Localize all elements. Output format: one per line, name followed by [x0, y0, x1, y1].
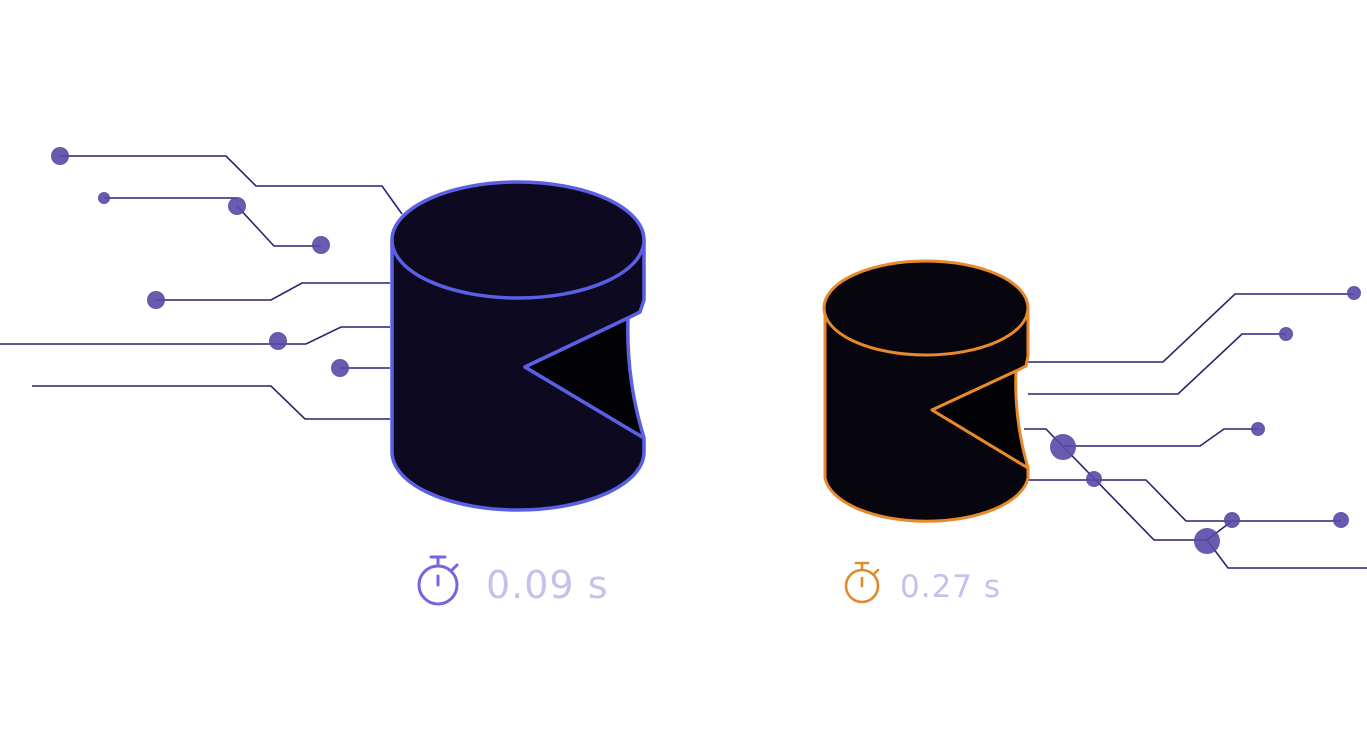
cylinder-notch [523, 316, 646, 440]
timer-value-fast: 0.09 s [486, 563, 609, 607]
wire-node [267, 330, 289, 352]
wire-node-large [1048, 432, 1078, 462]
wire-node [145, 289, 167, 311]
wire [32, 385, 390, 420]
wire-node-large [1192, 526, 1222, 556]
wire-node [96, 190, 112, 206]
wire [1064, 428, 1258, 447]
wire-node [1345, 284, 1363, 302]
wire [1028, 479, 1341, 522]
wire [1028, 293, 1354, 363]
timer-value-slow: 0.27 s [900, 569, 1002, 605]
wire [1206, 539, 1367, 569]
wire [156, 282, 390, 301]
wire-node [1222, 510, 1242, 530]
stopwatch-icon [417, 555, 459, 606]
left-node-group [49, 145, 351, 379]
wire-node [310, 234, 332, 256]
wire [0, 326, 390, 345]
database-cylinder-fast [390, 180, 646, 512]
wire-node [1331, 510, 1351, 530]
wire-node [49, 145, 71, 167]
wire-node [226, 195, 248, 217]
cylinder-top [390, 180, 646, 300]
wire-node [1084, 469, 1104, 489]
cylinder-notch [930, 369, 1030, 470]
wire-node [1277, 325, 1295, 343]
right-wire-group [1024, 293, 1367, 569]
stopwatch-icon [844, 561, 880, 604]
wire-node [329, 357, 351, 379]
cylinder-top [822, 259, 1030, 357]
left-wire-group [0, 155, 403, 420]
right-node-group [1048, 284, 1363, 556]
wire [1028, 333, 1286, 395]
wire-node [1249, 420, 1267, 438]
database-cylinder-slow [822, 259, 1030, 523]
wire [236, 205, 321, 247]
wire [60, 155, 403, 215]
